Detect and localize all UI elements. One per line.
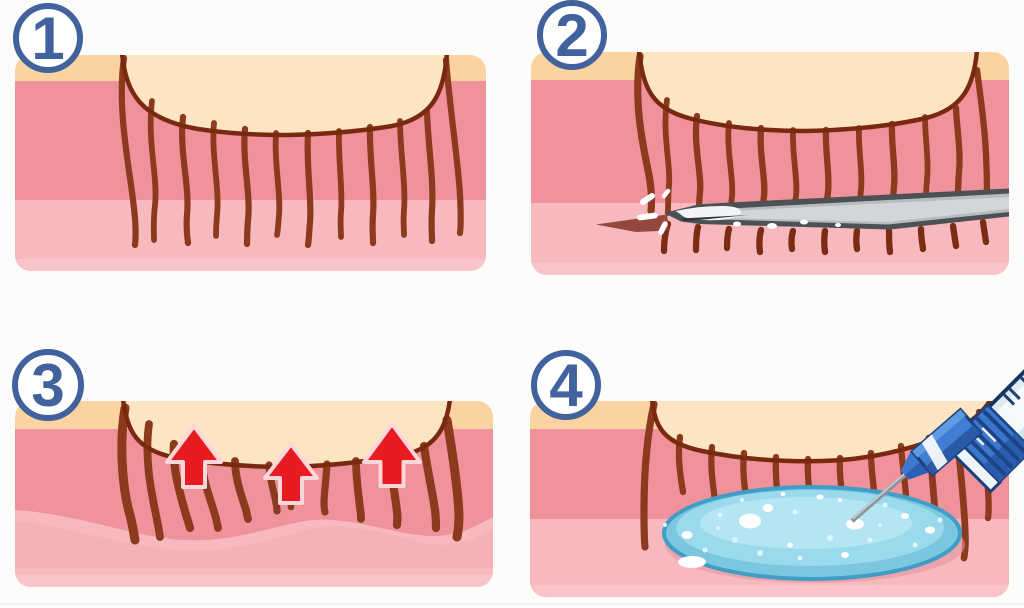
svg-text:3: 3 bbox=[31, 352, 64, 419]
svg-text:1: 1 bbox=[31, 5, 64, 72]
svg-text:4: 4 bbox=[549, 352, 583, 419]
svg-text:2: 2 bbox=[555, 2, 588, 69]
